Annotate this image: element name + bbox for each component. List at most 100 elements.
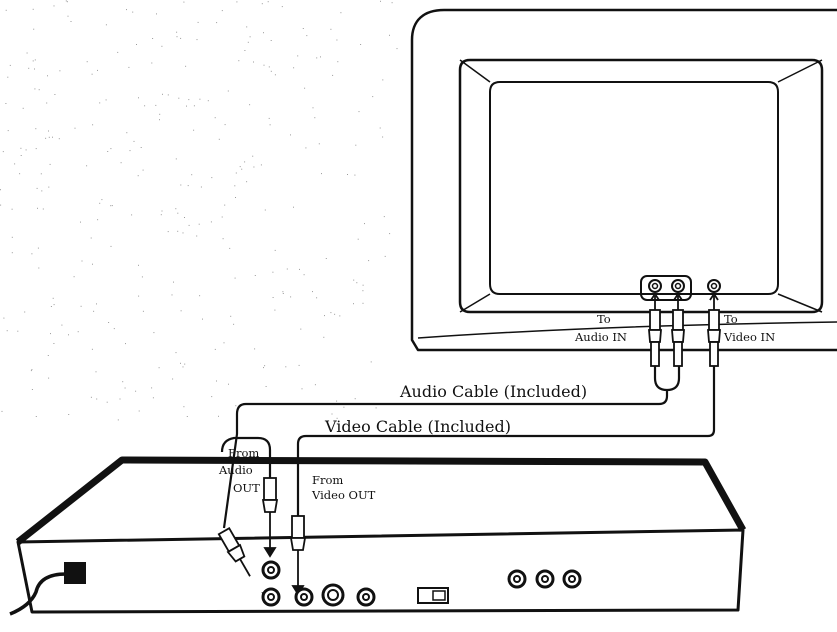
video-cable <box>296 366 716 516</box>
speckle-dot <box>299 268 300 270</box>
speckle-dot <box>396 48 398 50</box>
speckle-dot <box>268 117 270 119</box>
arrow-icon <box>709 292 719 301</box>
speckle-dot <box>200 186 202 188</box>
speckle-dot <box>140 147 142 148</box>
speckle-dot <box>224 124 226 126</box>
speckle-dot <box>221 10 223 12</box>
speckle-dot <box>52 297 54 299</box>
tv-plugs <box>648 292 721 367</box>
speckle-dot <box>25 149 27 151</box>
speckle-dot <box>224 204 226 206</box>
speckle-dot <box>19 173 21 175</box>
speckle-dot <box>80 305 82 307</box>
speckle-dot <box>22 107 24 109</box>
speckle-dot <box>391 2 393 4</box>
speckle-dot <box>268 66 270 68</box>
speckle-dot <box>160 214 162 216</box>
speckle-dot <box>323 336 325 338</box>
speckle-dot <box>28 67 30 69</box>
speckle-dot <box>314 384 316 386</box>
dvd-player <box>15 456 747 614</box>
plug-icon <box>672 309 684 331</box>
speckle-dot <box>73 276 75 278</box>
speckle-dot <box>38 89 40 91</box>
speckle-dot <box>37 247 39 249</box>
speckle-dot <box>331 413 333 415</box>
speckle-dot <box>106 401 108 403</box>
plug-icon <box>291 515 305 539</box>
speckle-dot <box>144 105 146 107</box>
speckle-dot <box>191 174 193 176</box>
speckle-dot <box>202 318 203 320</box>
speckle-dot <box>132 11 134 13</box>
speckle-dot <box>110 245 112 247</box>
plug-icon <box>649 309 661 331</box>
speckle-dot <box>92 263 93 265</box>
speckle-dot <box>142 310 144 312</box>
speckle-dot <box>193 105 195 107</box>
speckle-dot <box>368 260 370 262</box>
speckle-dot <box>290 296 292 298</box>
speckle-dot <box>230 315 232 317</box>
speckle-dot <box>187 185 189 187</box>
speckle-dot <box>274 249 276 251</box>
svg-text:To: To <box>597 312 611 326</box>
speckle-dot <box>272 297 274 298</box>
tv-bottom-contour <box>417 321 837 339</box>
speckle-dot <box>302 28 304 29</box>
speckle-dot <box>263 32 264 34</box>
speckle-dot <box>199 98 201 100</box>
speckle-dot <box>306 35 308 37</box>
tv-audio-in-label: To Audio IN <box>574 312 627 344</box>
speckle-dot <box>97 69 98 71</box>
player-plugs <box>217 477 307 603</box>
speckle-dot <box>304 87 306 89</box>
speckle-dot <box>185 65 187 67</box>
speckle-dot <box>357 238 359 240</box>
speckle-dot <box>41 190 43 192</box>
speckle-dot <box>199 295 201 297</box>
speckle-dot <box>216 22 218 24</box>
speckle-dot <box>6 330 8 332</box>
player-front-panel <box>16 528 745 614</box>
speckle-dot <box>184 363 186 365</box>
speckle-dot <box>96 398 98 400</box>
speckle-dot <box>235 405 237 407</box>
tv-bezel-corner-tr <box>777 59 823 83</box>
speckle-dot <box>235 172 237 174</box>
speckle-dot <box>11 252 13 254</box>
speckle-dot <box>182 232 184 234</box>
speckle-dot <box>7 130 9 132</box>
speckle-dot <box>5 103 7 104</box>
speckle-dot <box>214 117 216 119</box>
speckle-dot <box>214 348 216 350</box>
speckle-dot <box>50 306 52 307</box>
speckle-dot <box>24 311 26 313</box>
speckle-dot <box>47 355 49 356</box>
speckle-dot <box>32 8 34 10</box>
speckle-dot <box>241 168 243 170</box>
speckle-dot <box>124 387 126 389</box>
speckle-dot <box>196 235 198 237</box>
speckle-dot <box>358 111 360 113</box>
speckle-dot <box>270 70 272 72</box>
speckle-dot <box>267 1 269 3</box>
speckle-dot <box>269 124 271 126</box>
speckle-dot <box>5 9 7 11</box>
speckle-dot <box>92 124 94 126</box>
arrow-icon <box>673 292 683 301</box>
speckle-dot <box>9 64 11 66</box>
speckle-dot <box>221 216 223 218</box>
svg-text:Video IN: Video IN <box>723 330 775 344</box>
speckle-dot <box>293 67 295 69</box>
speckle-dot <box>93 310 95 312</box>
speckle-dot <box>337 61 339 63</box>
speckle-dot <box>131 214 133 216</box>
speckle-dot <box>26 52 28 54</box>
speckle-dot <box>37 207 38 209</box>
speckle-dot <box>274 74 276 76</box>
speckle-dot <box>354 398 356 400</box>
speckle-dot <box>137 175 139 177</box>
